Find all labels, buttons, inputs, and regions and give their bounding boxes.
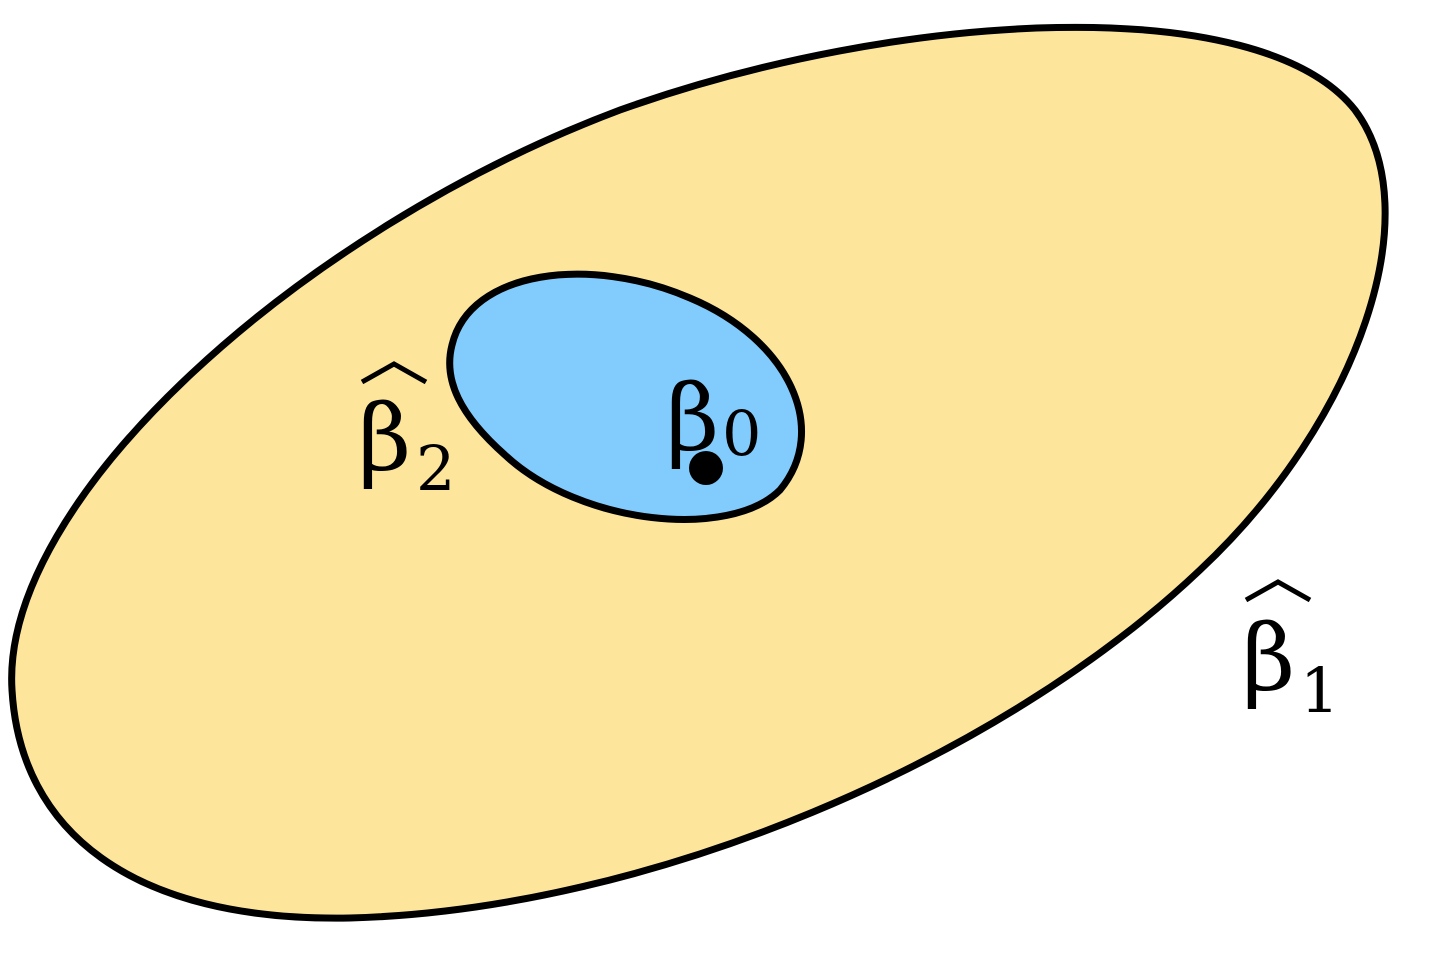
beta-hat-2-base: β — [358, 385, 411, 492]
svg-text:2: 2 — [416, 432, 455, 505]
beta-hat-1-label: β 1 — [1242, 579, 1339, 727]
beta-0-base: β — [666, 365, 719, 472]
hat-accent-1 — [1244, 579, 1312, 603]
beta-hat-1-base: β — [1242, 605, 1295, 712]
beta-0-subscript: 0 — [722, 397, 761, 470]
beta-hat-1-subscript: 1 — [1300, 654, 1339, 727]
beta-hat-2-label: β 2 — [358, 361, 455, 505]
svg-text:β: β — [666, 365, 719, 472]
hat-accent-2 — [360, 361, 428, 385]
svg-text:β: β — [358, 385, 411, 492]
beta-0-point — [689, 451, 723, 485]
svg-text:0: 0 — [722, 397, 761, 470]
svg-text:1: 1 — [1300, 654, 1339, 727]
beta-hat-2-subscript: 2 — [416, 432, 455, 505]
beta-0-label: β 0 — [666, 365, 761, 472]
svg-text:β: β — [1242, 605, 1295, 712]
